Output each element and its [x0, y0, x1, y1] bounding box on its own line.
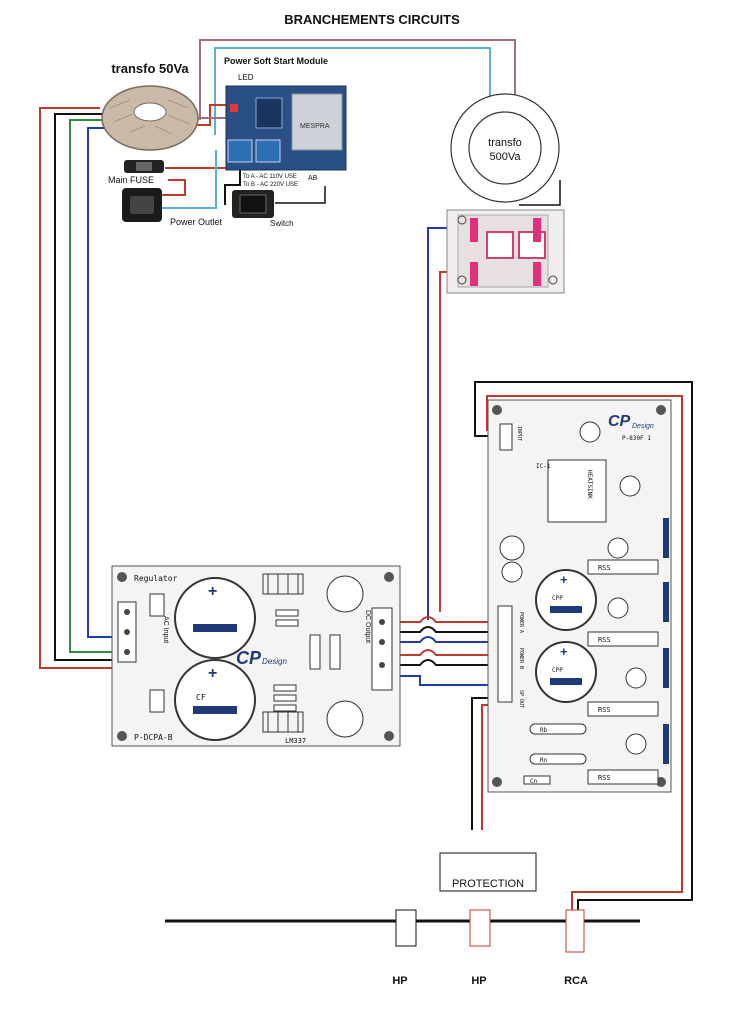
hp-connector-1 — [395, 909, 417, 947]
psu-reg-label: LM337 — [285, 737, 306, 745]
soft-start-module: Power Soft Start Module LED MESPRA To A … — [224, 56, 347, 188]
psu-ac-input-label: AC Input — [162, 616, 169, 643]
wire-cyan-top — [214, 47, 491, 135]
amp-rss-1: RSS — [598, 564, 611, 572]
diagram-title: BRANCHEMENTS CIRCUITS — [284, 12, 460, 27]
main-fuse: Main FUSE — [108, 160, 164, 185]
amp-rss-4: RSS — [598, 774, 611, 782]
wire-black-rect — [519, 180, 561, 206]
psu-name-top: Regulator — [134, 574, 178, 583]
psu-cap-label: CF — [196, 693, 206, 702]
wire-red-ss — [190, 104, 230, 126]
wire-cyan-outlet — [160, 150, 217, 209]
psu-name-bottom: P-DCPA-B — [134, 733, 173, 742]
amp-name: P-830F 1 — [622, 435, 651, 442]
led-label: LED — [238, 73, 254, 82]
amp-rss-2: RSS — [598, 636, 611, 644]
wire-black-dc2 — [392, 659, 498, 666]
wire-red-amp-top — [486, 395, 683, 910]
psu-brand: CP — [236, 648, 262, 668]
amp-sp-out: SP OUT — [518, 690, 524, 708]
amp-rn: Rn — [540, 757, 548, 764]
wire-blue-dc1 — [392, 636, 498, 643]
transfo-500va: transfo 500Va — [450, 93, 560, 203]
transfo-500va-label-1: transfo — [488, 137, 522, 149]
wire-red-dc1 — [392, 612, 501, 623]
wire-mauve-top — [199, 39, 516, 120]
power-switch: Switch — [232, 190, 294, 228]
power-outlet: Power Outlet — [122, 188, 223, 227]
amp-ic-label: IC-1 — [536, 463, 551, 470]
svg-text:+: + — [208, 583, 217, 600]
protection-box: PROTECTION — [439, 852, 537, 892]
svg-text:+: + — [208, 665, 217, 682]
psu-dc-output-label: DC Output — [364, 610, 371, 643]
soft-start-ab: AB — [308, 175, 318, 182]
relay-brand: MESPRA — [300, 123, 330, 130]
transfo-50va: transfo 50Va — [101, 61, 199, 151]
wire-red-outlet — [160, 179, 186, 196]
wire-red-left — [39, 107, 118, 669]
transfo-500va-label-2: 500Va — [490, 151, 522, 163]
amp-rss-3: RSS — [598, 706, 611, 714]
soft-start-note-2: To B - AC 220V USE — [243, 182, 298, 188]
wire-black-left-1 — [54, 113, 118, 661]
fuse-label: Main FUSE — [108, 175, 154, 185]
svg-text:+: + — [560, 644, 568, 659]
wire-black-dc1 — [392, 626, 498, 633]
amp-board: CP Design P-830F 1 INPUT IC-1 HEATSINK +… — [487, 399, 672, 793]
amp-heatsink-label: HEATSINK — [586, 470, 593, 499]
soft-start-title: Power Soft Start Module — [224, 56, 328, 66]
rectifier-board — [446, 209, 565, 294]
hp-connector-2 — [469, 909, 491, 947]
amp-power-a: POWER A — [518, 612, 524, 633]
rca-label: RCA — [564, 975, 588, 987]
wire-red-rect — [439, 271, 462, 612]
amp-input-label: INPUT — [516, 426, 522, 441]
wire-red-dc2 — [392, 649, 498, 656]
rca-connector — [565, 909, 585, 953]
amp-cap-label-2: CPP — [552, 667, 563, 674]
psu-brand-sub: Design — [262, 657, 287, 666]
protection-label: PROTECTION — [452, 878, 524, 890]
psu-cap-top — [174, 577, 256, 659]
outlet-label: Power Outlet — [170, 217, 223, 227]
amp-cn: Cn — [530, 778, 538, 785]
amp-brand: CP — [608, 413, 631, 430]
soft-start-note-1: To A - AC 110V USE — [243, 174, 297, 180]
amp-rb: Rb — [540, 727, 548, 734]
amp-cap-label-1: CPP — [552, 595, 563, 602]
wire-blue-left — [87, 127, 118, 638]
wire-green-left — [69, 119, 118, 653]
amp-power-b: POWER B — [518, 648, 524, 669]
wire-black-ab — [275, 186, 326, 204]
toroid-inner — [133, 102, 167, 122]
psu-cap-bottom — [174, 659, 256, 741]
psu-board: Regulator P-DCPA-B + + CF AC Input DC Ou… — [111, 565, 401, 747]
svg-text:+: + — [560, 572, 568, 587]
hp-label-1: HP — [392, 975, 407, 987]
transfo-50va-label: transfo 50Va — [111, 61, 189, 76]
wire-black-amp-top — [474, 381, 693, 910]
hp-label-2: HP — [471, 975, 486, 987]
switch-label: Switch — [270, 219, 294, 228]
amp-brand-sub: Design — [632, 423, 654, 430]
wire-blue-dc2 — [392, 675, 498, 686]
